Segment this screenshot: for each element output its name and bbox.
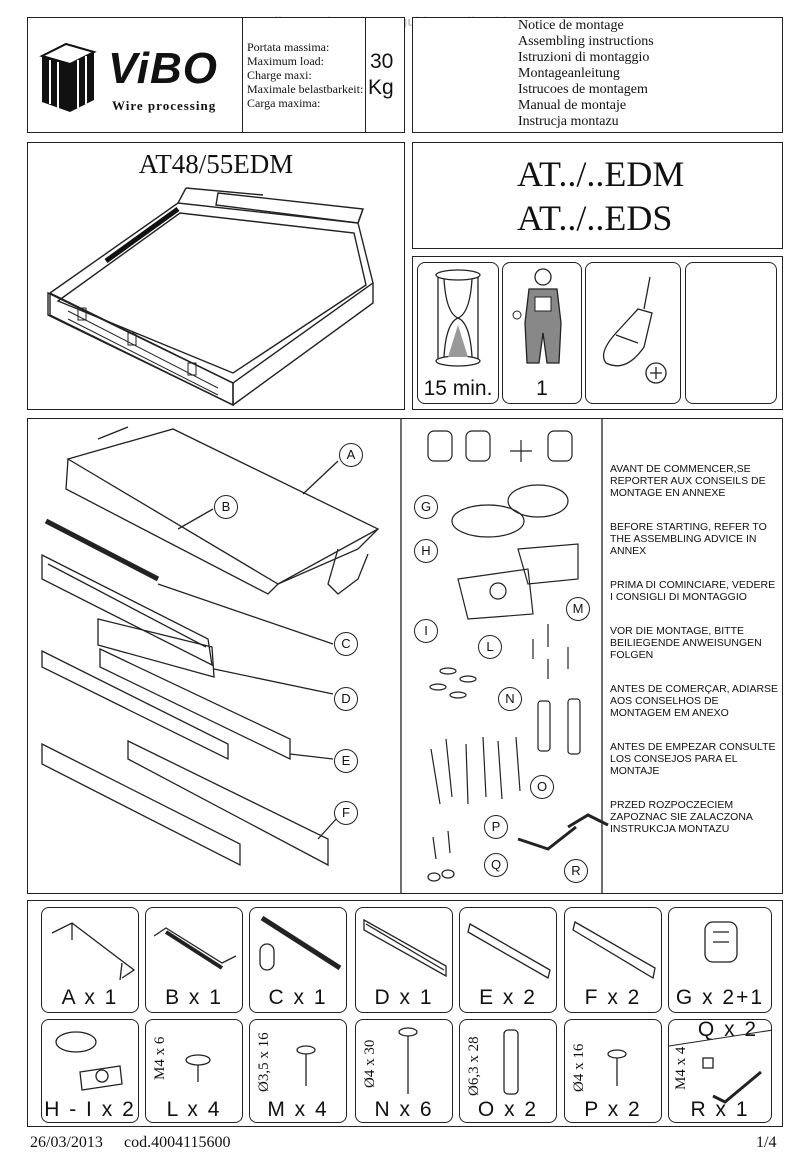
header-brand-box: ViBO Wire processing Portata massima: Ma… <box>27 17 405 133</box>
part-label: M x 4 <box>267 1098 329 1121</box>
notice-it: PRIMA DI COMINCIARE, VEDERE I CONSIGLI D… <box>610 579 776 603</box>
load-label: Charge maxi: <box>247 68 312 82</box>
part-label: G x 2+1 <box>675 986 765 1009</box>
part-card-l: M4 x 6 L x 4 <box>145 1019 243 1123</box>
instruction-title: Istruzioni di montaggio <box>518 50 650 65</box>
part-label: C x 1 <box>268 986 328 1009</box>
time-card: 15 min. <box>417 262 499 404</box>
instruction-title: Assembling instructions <box>518 34 654 49</box>
persons-card: 1 <box>502 262 582 404</box>
instruction-titles-box: Notice de montage Assembling instruction… <box>412 17 783 133</box>
callout-q: Q <box>484 853 508 877</box>
part-card-d: D x 1 <box>355 907 453 1013</box>
empty-card <box>685 262 777 404</box>
part-card-q-r: Q x 2 M4 x 4 R x 1 <box>668 1019 772 1123</box>
callout-l: L <box>478 635 502 659</box>
callout-c: C <box>334 632 358 656</box>
drawer-basket-illustration <box>47 187 374 407</box>
part-card-n: Ø4 x 30 N x 6 <box>355 1019 453 1123</box>
part-label: E x 2 <box>479 986 537 1009</box>
part-card-e: E x 2 <box>459 907 557 1013</box>
parts-exploded-box: A B C D E F G H I L M N O P Q R AVANT DE… <box>27 418 783 894</box>
part-label: O x 2 <box>477 1098 539 1121</box>
instruction-title: Istrucoes de montagem <box>518 82 648 97</box>
footer-date: 26/03/2013 <box>30 1134 103 1151</box>
part-label: D x 1 <box>374 986 434 1009</box>
callout-b: B <box>214 495 238 519</box>
part-label: H - I x 2 <box>44 1098 136 1121</box>
callout-d: D <box>334 687 358 711</box>
part-card-c: C x 1 <box>249 907 347 1013</box>
part-card-f: F x 2 <box>564 907 662 1013</box>
product-codes-box: AT../..EDM AT../..EDS <box>412 142 783 249</box>
worker-icon <box>512 268 562 364</box>
part-label: B x 1 <box>165 986 223 1009</box>
parts-list-box: A x 1 B x 1 C x 1 D x 1 E x 2 F x 2 G x … <box>27 900 783 1127</box>
part-label: A x 1 <box>61 986 119 1009</box>
callout-f: F <box>334 801 358 825</box>
callout-o: O <box>530 775 554 799</box>
callout-g: G <box>414 495 438 519</box>
callout-e: E <box>334 749 358 773</box>
callout-h: H <box>414 539 438 563</box>
product-overview-box: AT48/55EDM <box>27 142 405 410</box>
footer-code: cod.4004115600 <box>124 1134 231 1151</box>
notice-en: BEFORE STARTING, REFER TO THE ASSEMBLING… <box>610 521 767 557</box>
requirements-box: 15 min. 1 <box>412 256 783 410</box>
notice-es: ANTES DE EMPEZAR CONSULTE LOS CONSEJOS P… <box>610 741 776 777</box>
model-title: AT48/55EDM <box>138 149 294 179</box>
notice-pl: PRZED ROZPOCZECIEM ZAPOZNAC SIE ZALACZON… <box>610 799 753 835</box>
part-card-o: Ø6,3 x 28 O x 2 <box>459 1019 557 1123</box>
part-card-g: G x 2+1 <box>668 907 772 1013</box>
instruction-title: Instrucja montazu <box>518 114 619 129</box>
load-label: Maximale belastbarkeit: <box>247 82 364 96</box>
load-value: 30 <box>370 50 394 73</box>
load-label-panel: Portata massima: Maximum load: Charge ma… <box>242 18 366 132</box>
part-card-b: B x 1 <box>145 907 243 1013</box>
callout-a: A <box>339 443 363 467</box>
part-card-h-i: H - I x 2 <box>41 1019 139 1123</box>
instruction-title: Notice de montage <box>518 18 624 33</box>
hourglass-icon <box>435 269 481 367</box>
part-card-p: Ø4 x 16 P x 2 <box>564 1019 662 1123</box>
part-label: L x 4 <box>166 1098 222 1121</box>
screwdriver-icon <box>602 276 667 384</box>
part-label: Q x 2 <box>697 1019 759 1041</box>
part-label: N x 6 <box>374 1098 434 1121</box>
instruction-title: Manual de montaje <box>518 98 627 113</box>
callout-n: N <box>498 687 522 711</box>
product-code: AT../..EDS <box>517 198 673 238</box>
time-label: 15 min. <box>423 377 493 400</box>
notices-column: AVANT DE COMMENCER,SE REPORTER AUX CONSE… <box>610 463 780 835</box>
callout-r: R <box>564 859 588 883</box>
load-unit: Kg <box>368 76 394 99</box>
part-label: F x 2 <box>584 986 642 1009</box>
instruction-title: Montageanleitung <box>518 66 620 81</box>
part-card-a: A x 1 <box>41 907 139 1013</box>
callout-i: I <box>414 619 438 643</box>
crate-logo-icon <box>39 42 97 112</box>
notice-pt: ANTES DE COMERÇAR, ADIARSE AOS CONSELHOS… <box>610 683 779 719</box>
notice-fr: AVANT DE COMMENCER,SE REPORTER AUX CONSE… <box>610 463 766 499</box>
brand-tagline: Wire processing <box>112 98 217 113</box>
part-card-m: Ø3,5 x 16 M x 4 <box>249 1019 347 1123</box>
persons-label: 1 <box>536 377 548 400</box>
callout-p: P <box>484 815 508 839</box>
load-label: Maximum load: <box>247 54 324 68</box>
exploded-view-drawing <box>41 419 609 893</box>
load-label: Portata massima: <box>247 40 330 54</box>
brand-logo: ViBO <box>108 44 218 93</box>
notice-de: VOR DIE MONTAGE, BITTE BEILIEGENDE ANWEI… <box>610 625 762 661</box>
footer-page: 1/4 <box>756 1134 777 1151</box>
load-label: Carga maxima: <box>247 96 321 110</box>
part-label: R x 1 <box>690 1098 750 1121</box>
callout-m: M <box>566 597 590 621</box>
screwdriver-card <box>585 262 681 404</box>
part-label: P x 2 <box>584 1098 642 1121</box>
product-code: AT../..EDM <box>517 154 685 194</box>
